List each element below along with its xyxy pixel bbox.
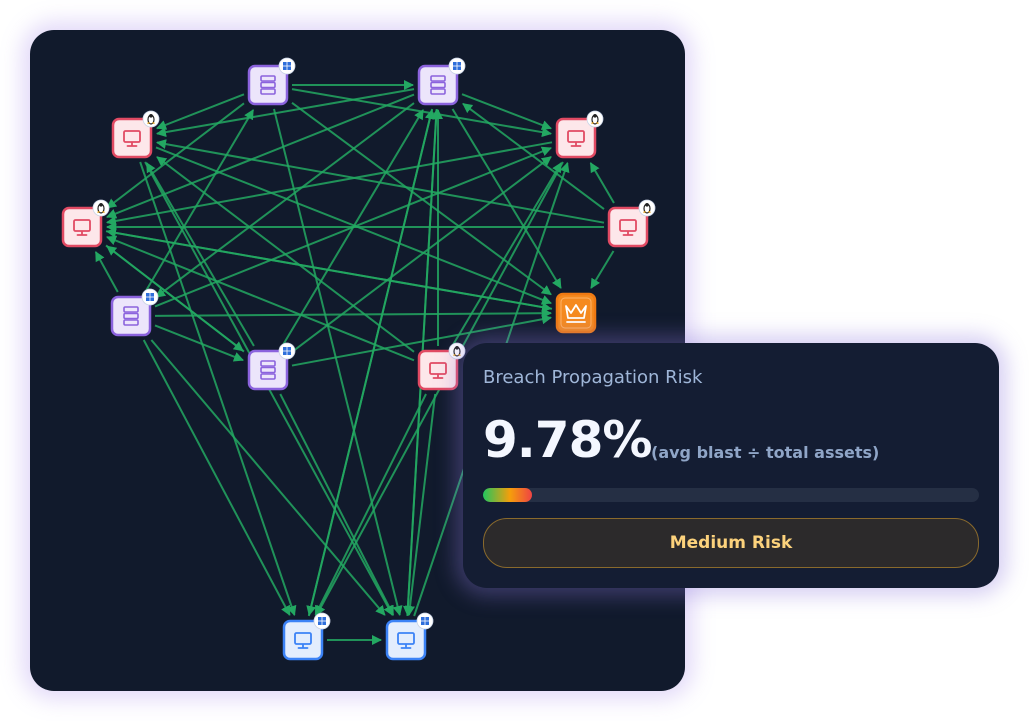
windows-icon	[448, 57, 466, 75]
risk-percentage: 9.78%	[483, 411, 652, 469]
attack-path-edge	[154, 324, 244, 362]
attack-path-edge	[156, 93, 245, 130]
linux-workstation-node[interactable]	[111, 110, 160, 159]
risk-progress-bar	[483, 488, 979, 502]
risk-formula-note: (avg blast ÷ total assets)	[651, 443, 880, 462]
linux-workstation-node[interactable]	[417, 342, 466, 391]
linux-icon	[92, 199, 110, 217]
monitor-icon	[123, 130, 141, 147]
linux-workstation-node[interactable]	[61, 199, 110, 248]
crown-jewel-node[interactable]	[555, 292, 597, 334]
linux-icon	[586, 110, 604, 128]
linux-icon	[638, 199, 656, 217]
attack-path-edge	[307, 109, 435, 617]
windows-icon	[141, 288, 159, 306]
windows-server-node[interactable]	[110, 288, 159, 337]
attack-path-edge	[405, 393, 437, 616]
windows-icon	[278, 57, 296, 75]
server-icon	[260, 360, 276, 380]
monitor-icon	[294, 632, 312, 649]
server-icon	[430, 75, 446, 95]
attack-path-edge	[144, 109, 255, 293]
attack-path-edge	[589, 162, 615, 204]
attack-graph	[61, 57, 656, 661]
windows-icon	[278, 342, 296, 360]
risk-level-label: Medium Risk	[669, 533, 793, 553]
attack-path-edge	[291, 156, 552, 353]
server-icon	[123, 306, 139, 326]
server-icon	[260, 75, 276, 95]
attack-path-edge	[451, 108, 562, 289]
risk-progress-fill	[483, 488, 532, 502]
monitor-icon	[397, 632, 415, 649]
attack-path-edge	[462, 102, 605, 210]
attack-path-edge	[451, 162, 562, 347]
risk-level-badge: Medium Risk	[483, 518, 979, 568]
breach-risk-card: Breach Propagation Risk 9.78% (avg blast…	[463, 343, 999, 588]
monitor-icon	[429, 362, 447, 379]
attack-path-edge	[142, 339, 291, 616]
linux-icon	[448, 342, 466, 360]
attack-path-edge	[281, 109, 424, 347]
windows-server-node[interactable]	[247, 57, 296, 106]
windows-workstation-node[interactable]	[385, 612, 434, 661]
attack-path-edge	[106, 141, 553, 226]
attack-path-edge	[106, 235, 415, 362]
attack-path-edge	[145, 162, 255, 347]
attack-path-edge	[106, 227, 553, 310]
attack-path-edge	[314, 393, 427, 616]
linux-workstation-node[interactable]	[555, 110, 604, 159]
linux-icon	[142, 110, 160, 128]
attack-path-edge	[106, 93, 415, 219]
attack-path-edge	[94, 251, 119, 293]
attack-path-edge	[155, 102, 415, 298]
attack-path-edge	[272, 108, 403, 616]
attack-path-edge	[291, 314, 552, 367]
attack-path-edge	[156, 156, 415, 353]
windows-icon	[313, 612, 331, 630]
windows-icon	[416, 612, 434, 630]
windows-server-node[interactable]	[417, 57, 466, 106]
attack-path-edge	[139, 161, 297, 616]
attack-path-edge	[105, 244, 244, 352]
attack-path-edge	[150, 339, 386, 616]
monitor-icon	[567, 130, 585, 147]
monitor-icon	[619, 219, 637, 236]
risk-card-title: Breach Propagation Risk	[483, 367, 703, 388]
windows-server-node[interactable]	[247, 342, 296, 391]
attack-path-edge	[154, 308, 552, 319]
windows-workstation-node[interactable]	[282, 612, 331, 661]
attack-path-edge	[156, 88, 415, 138]
attack-path-edge	[590, 250, 615, 289]
crown-icon	[565, 304, 587, 323]
attack-path-edge	[155, 146, 552, 305]
linux-workstation-node[interactable]	[607, 199, 656, 248]
monitor-icon	[73, 219, 91, 236]
attack-path-edge	[461, 93, 552, 130]
